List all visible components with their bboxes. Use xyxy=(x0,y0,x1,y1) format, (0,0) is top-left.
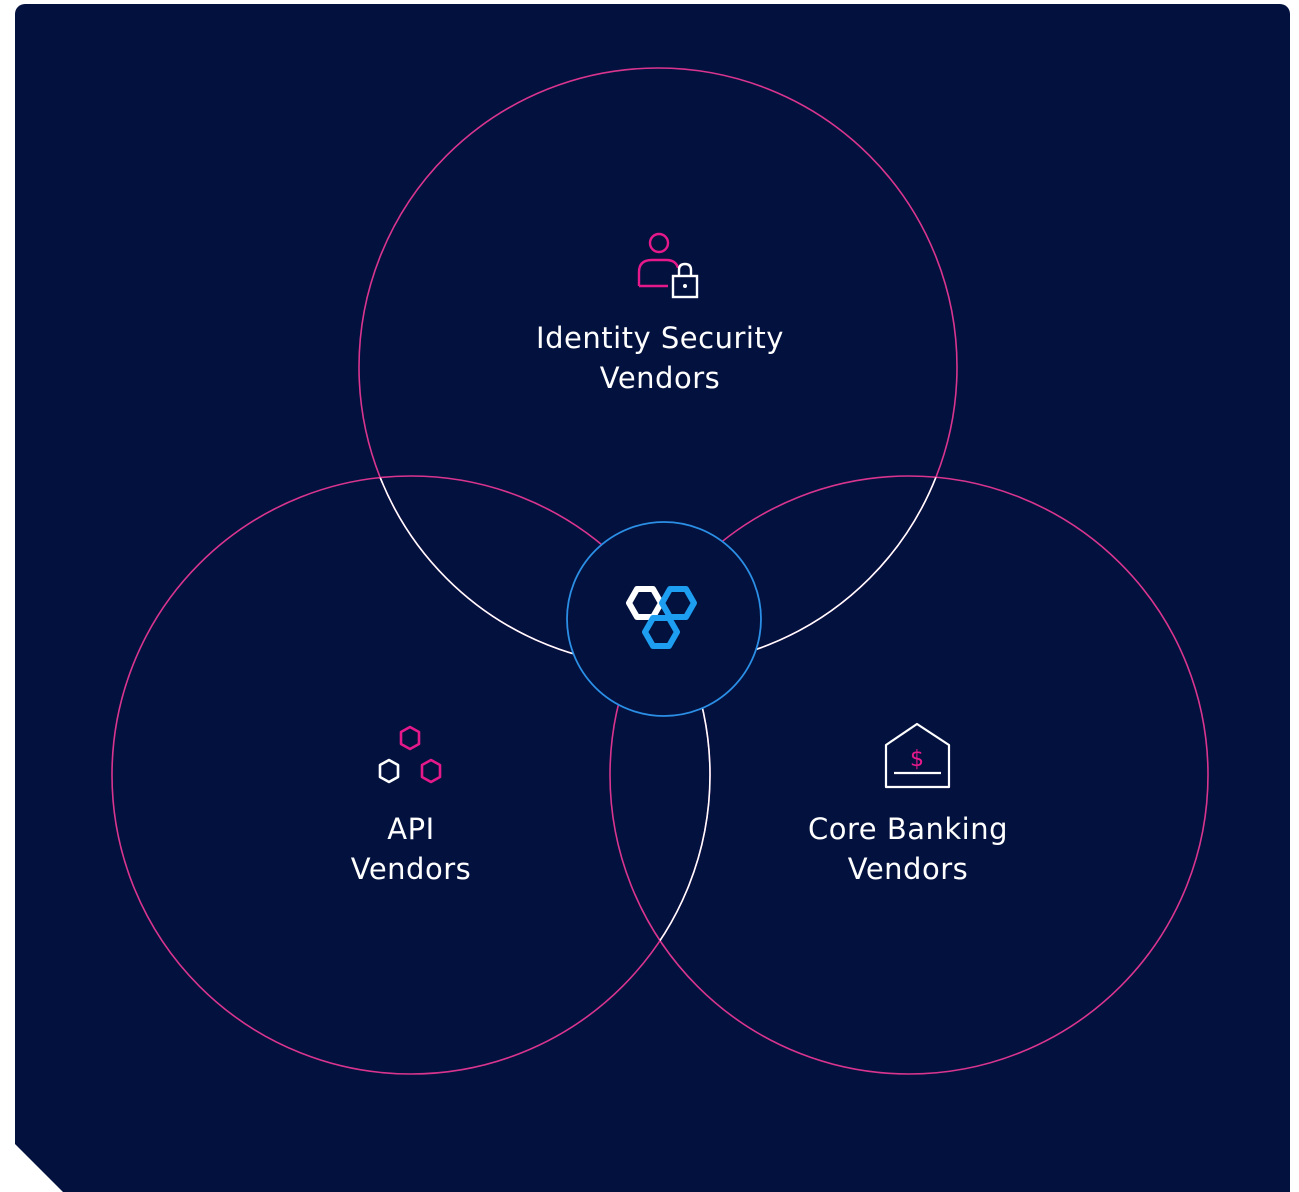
core-banking-label-line1: Core Banking xyxy=(807,812,1009,846)
user-lock-icon xyxy=(637,232,699,299)
linked-hexagons-logo-icon xyxy=(626,586,697,649)
api-vendors-label-line1: API xyxy=(387,812,435,846)
bank-dollar-icon: $ xyxy=(884,722,951,789)
core-banking-label: Core Banking Vendors xyxy=(748,809,1068,889)
identity-security-label-line2: Vendors xyxy=(599,361,721,395)
identity-security-label-line1: Identity Security xyxy=(536,321,784,355)
identity-security-label: Identity Security Vendors xyxy=(500,318,820,398)
api-arc-in-core xyxy=(610,476,711,1074)
api-vendors-label-line2: Vendors xyxy=(350,852,472,886)
core-banking-label-line2: Vendors xyxy=(847,852,969,886)
hexagon-cluster-icon xyxy=(378,725,442,784)
api-vendors-label: API Vendors xyxy=(251,809,571,889)
svg-text:$: $ xyxy=(910,747,924,772)
core-banking-circle xyxy=(609,475,1209,1075)
